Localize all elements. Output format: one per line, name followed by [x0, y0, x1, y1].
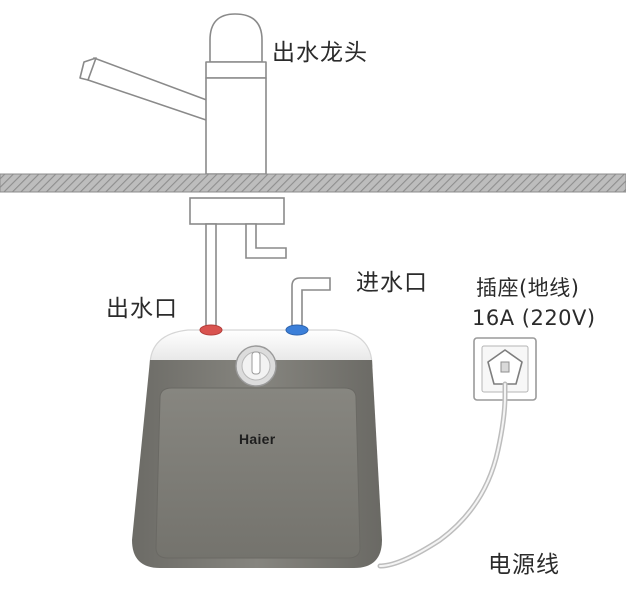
brand-logo: Haier — [239, 431, 276, 447]
power-cord-label: 电源线 — [488, 552, 560, 578]
socket-label-line2: 16A (220V) — [472, 306, 596, 330]
power-socket-icon — [473, 337, 537, 401]
water-heater — [132, 324, 382, 568]
inlet-label: 进水口 — [356, 270, 428, 296]
pipe-assembly — [189, 197, 331, 327]
inlet-valve — [285, 324, 309, 336]
outlet-label: 出水口 — [106, 296, 178, 322]
faucet-label: 出水龙头 — [272, 40, 368, 66]
faucet-icon — [79, 13, 267, 175]
countertop — [0, 173, 626, 193]
temperature-knob-icon — [235, 345, 277, 387]
socket-label-line1: 插座(地线) — [476, 276, 580, 300]
outlet-valve — [199, 324, 223, 336]
